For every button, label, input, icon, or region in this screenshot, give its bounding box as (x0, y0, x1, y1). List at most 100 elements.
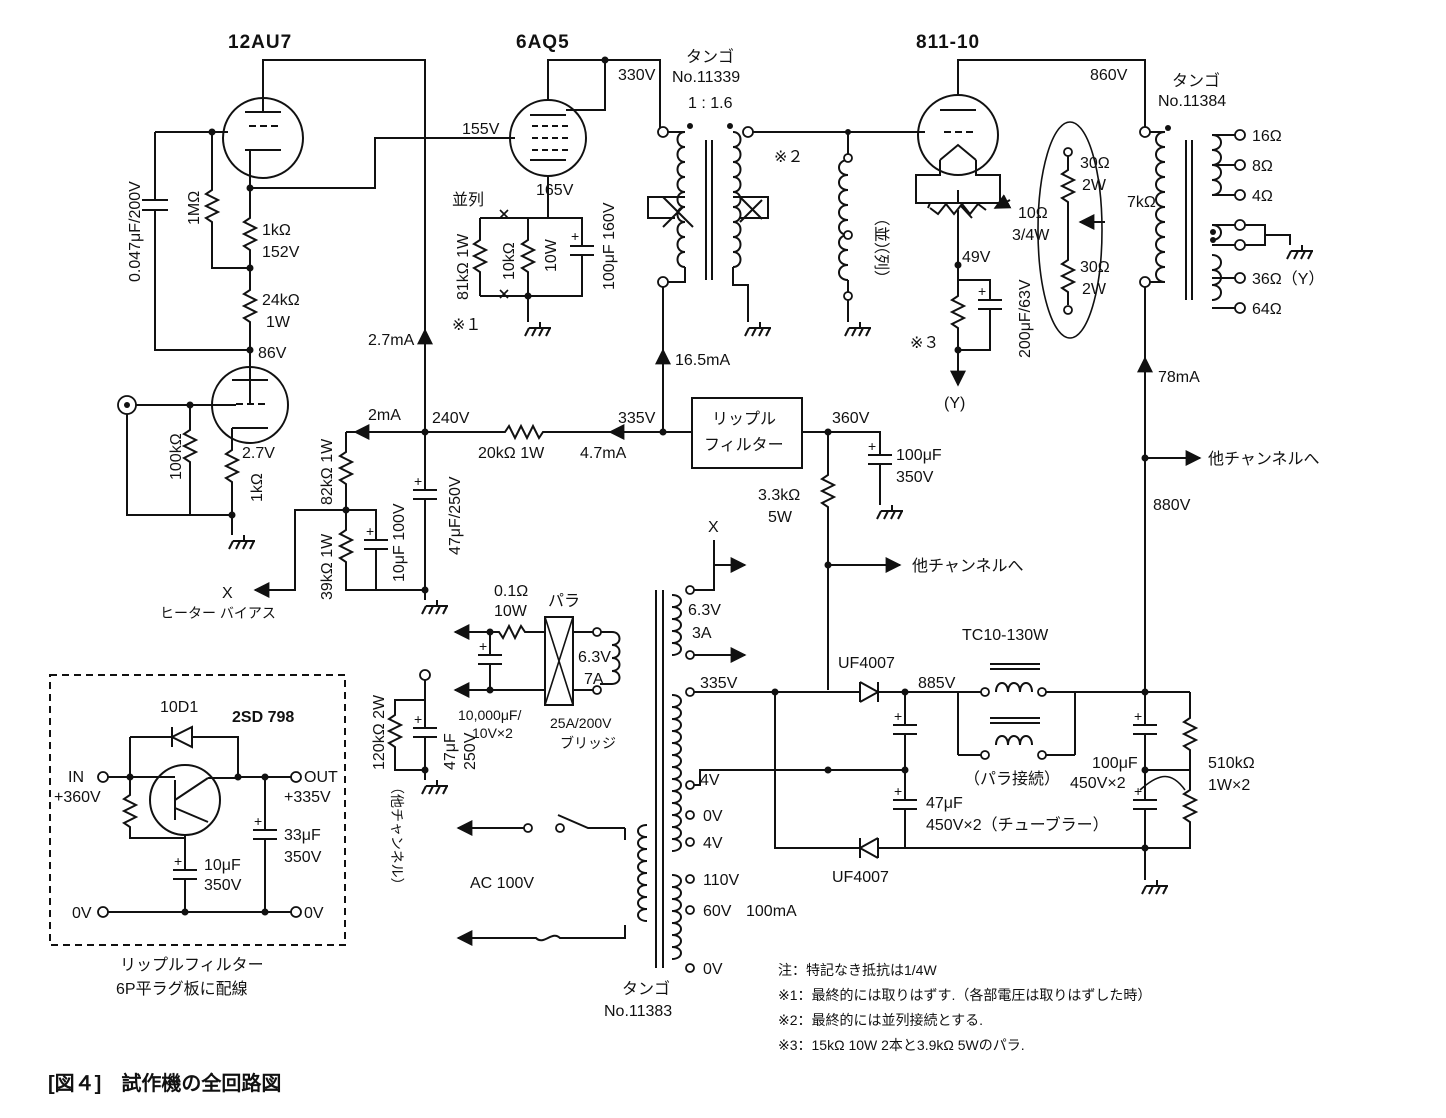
label-h-r01-w: 10W (494, 603, 528, 620)
output-terminal-64[interactable] (1234, 302, 1246, 314)
label-v885: 885V (918, 675, 956, 692)
label-v155: 155V (462, 121, 500, 138)
rb-in-terminal[interactable] (97, 771, 109, 783)
label-v360: 360V (832, 410, 870, 427)
label-rb-c33-v: 350V (284, 849, 322, 866)
label-rb-caption2: 6P平ラグ板に配線 (116, 980, 248, 998)
label-v880: 880V (1153, 497, 1191, 514)
label-r39k: 39kΩ 1W (319, 533, 336, 600)
power-switch[interactable] (465, 814, 625, 829)
label-rb-c33: 33μF (284, 827, 321, 844)
diode-uf4007-bottom (774, 692, 1145, 859)
label-other-ch-1: 他チャンネルへ (1208, 450, 1320, 468)
tube-label-811: 811-10 (916, 32, 980, 53)
label-i2: 2mA (368, 407, 401, 424)
svg-text:+: + (414, 473, 422, 489)
label-i78: 78mA (1158, 369, 1200, 386)
label-h-a3: 3A (692, 625, 712, 642)
label-ps-choke: TC10-130W (962, 627, 1049, 644)
power-transformer (637, 590, 682, 968)
label-rb-c10: 10μF (204, 857, 241, 874)
label-rb-out-v: +335V (284, 789, 331, 806)
label-h-c47-v: 250V (462, 732, 479, 770)
label-tap-2: 4Ω (1252, 188, 1273, 205)
label-ps-tap4: 4V (700, 772, 720, 789)
svg-text:+: + (894, 708, 902, 724)
label-c100-160: 100μF 160V (601, 202, 618, 290)
label-pt-model: No.11383 (604, 1003, 672, 1020)
label-r33k-w: 5W (768, 509, 793, 526)
label-y-811: (Y) (944, 395, 965, 412)
ripple-filter-block (691, 397, 803, 469)
svg-text:+: + (414, 711, 422, 727)
label-heater-bias: ヒーター バイアス (160, 605, 276, 621)
output-transformer (1145, 125, 1222, 301)
label-r24k: 24kΩ (262, 292, 300, 309)
label-rb-out: OUT (304, 769, 338, 786)
label-v240: 240V (432, 410, 470, 427)
label-rb-zero-out: 0V (304, 905, 324, 922)
label-ist-ratio: 1 : 1.6 (688, 95, 733, 112)
label-c100-350: 100μF (896, 447, 942, 464)
note-line-0: 注：特記なき抵抗は1/4W (778, 962, 937, 978)
tube-6aq5 (509, 99, 587, 177)
ripple-filter-detail-box (49, 674, 346, 946)
label-h-cap10000: 10,000μF/ (458, 707, 521, 723)
label-rb-c10-v: 350V (204, 877, 242, 894)
label-h-cap10000-v: 10V×2 (472, 725, 513, 741)
notes-block: 注：特記なき抵抗は1/4W ※1：最終的には取りはずす.（各部電圧は取りはずした… (778, 962, 1151, 1053)
label-c10: 10μF 100V (391, 503, 408, 582)
label-h-r01: 0.1Ω (494, 583, 528, 600)
label-h-r120k: 120kΩ 2W (371, 694, 388, 770)
label-rk-1k: 1kΩ (249, 473, 266, 502)
label-ist-model: No.11339 (672, 69, 740, 86)
wire-coupling-6aq5 (250, 137, 515, 189)
label-ps-tap4b: 4V (703, 835, 723, 852)
svg-text:+: + (174, 853, 182, 869)
note-line-3: ※3：15kΩ 10W 2本と3.9kΩ 5Wのパラ. (778, 1037, 1025, 1053)
label-r81k: 81kΩ 1W (455, 233, 472, 300)
label-r1m: 1MΩ (186, 191, 203, 225)
label-ps-r510k-w: 1W×2 (1208, 777, 1250, 794)
transistor-2sd798 (149, 764, 221, 836)
output-terminal-8[interactable] (1234, 159, 1246, 171)
label-v27: 2.7V (242, 445, 275, 462)
label-r30b: 30Ω (1080, 259, 1110, 276)
label-i27: 2.7mA (368, 332, 415, 349)
label-h-v63-3: 6.3V (688, 602, 721, 619)
diode-10d1 (130, 725, 239, 777)
label-rf-2: フィルター (704, 436, 784, 454)
bridge-rectifier (544, 616, 574, 706)
label-v165: 165V (536, 182, 574, 199)
label-rb-in: IN (68, 769, 84, 786)
label-h-a7: 7A (584, 671, 604, 688)
tube-label-12au7: 12AU7 (228, 32, 292, 53)
label-ps-c100: 100μF (1092, 755, 1138, 772)
label-paren-col: （並） (872, 210, 890, 258)
label-h-bridge2: ブリッジ (560, 735, 616, 751)
label-v152: 152V (262, 244, 300, 261)
label-ps-tap0a: 0V (703, 808, 723, 825)
label-c200: 200μF/63V (1017, 279, 1034, 358)
label-r30b-w: 2W (1082, 281, 1107, 298)
label-tap-3: 36Ω（Y） (1252, 270, 1324, 288)
label-ps-tap60-i: 100mA (746, 903, 797, 920)
label-v49: 49V (962, 249, 991, 266)
note-line-1: ※1：最終的には取りはずす.（各部電圧は取りはずした時） (778, 987, 1151, 1003)
interstage-transformer (647, 123, 769, 322)
label-c47: 47μF/250V (447, 476, 464, 555)
wire-b-plus-12au7 (262, 59, 426, 345)
output-terminal-36[interactable] (1234, 272, 1246, 284)
output-terminal-4[interactable] (1234, 189, 1246, 201)
output-terminal-16[interactable] (1234, 129, 1246, 141)
label-tap-1: 8Ω (1252, 158, 1273, 175)
note-marker-2: ※２ (774, 149, 803, 166)
label-h-v63-7: 6.3V (578, 649, 611, 666)
label-rb-diode: 10D1 (160, 699, 198, 716)
rb-out-terminal[interactable] (290, 771, 302, 783)
label-r24k-w: 1W (266, 314, 291, 331)
label-ps-choke-par: （パラ接続） (964, 770, 1060, 788)
label-ps-r510k: 510kΩ (1208, 755, 1255, 772)
svg-text:+: + (868, 438, 876, 454)
label-i165: 16.5mA (675, 352, 730, 369)
